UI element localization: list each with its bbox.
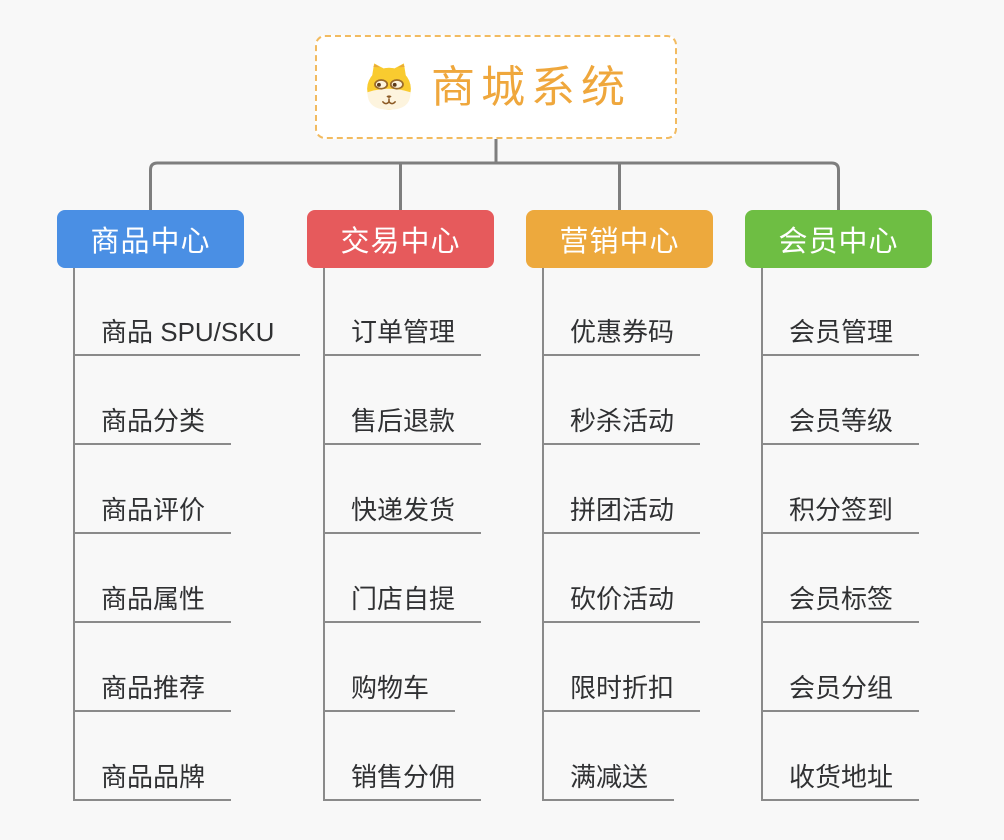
- leaf-label: 购物车: [351, 673, 430, 703]
- leaf-node[interactable]: 商品 SPU/SKU: [73, 312, 301, 356]
- bus-line: [149, 161, 840, 210]
- branch-node[interactable]: 交易中心: [307, 210, 494, 268]
- leaf-label: 商品评价: [101, 495, 206, 525]
- branch-node[interactable]: 商品中心: [57, 210, 244, 268]
- leaf-node[interactable]: 订单管理: [323, 312, 482, 356]
- leaf-label: 满减送: [570, 762, 649, 792]
- root-node[interactable]: 商城系统: [315, 35, 677, 139]
- leaf-node[interactable]: 会员管理: [761, 312, 920, 356]
- leaf-label: 商品分类: [101, 406, 206, 436]
- branch-label: 商品中心: [90, 226, 211, 258]
- leaf-label: 限时折扣: [570, 673, 675, 703]
- leaf-node[interactable]: 商品推荐: [73, 668, 232, 712]
- leaf-node[interactable]: 拼团活动: [542, 490, 701, 534]
- leaf-label: 订单管理: [351, 317, 456, 347]
- leaf-label: 售后退款: [351, 406, 456, 436]
- leaf-node[interactable]: 商品品牌: [73, 757, 232, 801]
- leaf-node[interactable]: 快递发货: [323, 490, 482, 534]
- leaf-node[interactable]: 收货地址: [761, 757, 920, 801]
- leaf-node[interactable]: 商品评价: [73, 490, 232, 534]
- leaf-label: 优惠券码: [570, 317, 675, 347]
- shiba-dog-icon: [367, 63, 411, 110]
- branch-label: 交易中心: [340, 226, 461, 258]
- leaf-label: 秒杀活动: [570, 406, 675, 436]
- leaf-label: 积分签到: [789, 495, 894, 525]
- leaf-label: 会员分组: [789, 673, 894, 703]
- leaf-label: 商品推荐: [101, 673, 206, 703]
- leaf-node[interactable]: 满减送: [542, 757, 675, 801]
- root-title: 商城系统: [431, 63, 631, 112]
- leaf-node[interactable]: 门店自提: [323, 579, 482, 623]
- leaf-label: 商品品牌: [101, 762, 206, 792]
- leaf-node[interactable]: 购物车: [323, 668, 456, 712]
- leaf-node[interactable]: 会员等级: [761, 401, 920, 445]
- leaf-node[interactable]: 销售分佣: [323, 757, 482, 801]
- leaf-label: 销售分佣: [351, 762, 456, 792]
- leaf-label: 门店自提: [351, 584, 456, 614]
- leaf-node[interactable]: 商品分类: [73, 401, 232, 445]
- leaf-node[interactable]: 售后退款: [323, 401, 482, 445]
- branch-label: 营销中心: [559, 226, 680, 258]
- leaf-label: 商品属性: [101, 584, 206, 614]
- leaf-label: 商品 SPU/SKU: [101, 317, 275, 347]
- leaf-label: 会员管理: [789, 317, 894, 347]
- leaf-node[interactable]: 会员标签: [761, 579, 920, 623]
- leaf-label: 收货地址: [789, 762, 894, 792]
- leaf-node[interactable]: 优惠券码: [542, 312, 701, 356]
- leaf-node[interactable]: 秒杀活动: [542, 401, 701, 445]
- leaf-label: 会员标签: [789, 584, 894, 614]
- leaf-label: 砍价活动: [570, 584, 675, 614]
- leaf-node[interactable]: 会员分组: [761, 668, 920, 712]
- branch-label: 会员中心: [778, 226, 899, 258]
- leaf-label: 快递发货: [351, 495, 456, 525]
- branch-node[interactable]: 营销中心: [526, 210, 713, 268]
- leaf-node[interactable]: 积分签到: [761, 490, 920, 534]
- leaf-label: 会员等级: [789, 406, 894, 436]
- leaf-node[interactable]: 限时折扣: [542, 668, 701, 712]
- leaf-node[interactable]: 砍价活动: [542, 579, 701, 623]
- leaf-node[interactable]: 商品属性: [73, 579, 232, 623]
- branch-node[interactable]: 会员中心: [745, 210, 932, 268]
- leaf-label: 拼团活动: [570, 495, 675, 525]
